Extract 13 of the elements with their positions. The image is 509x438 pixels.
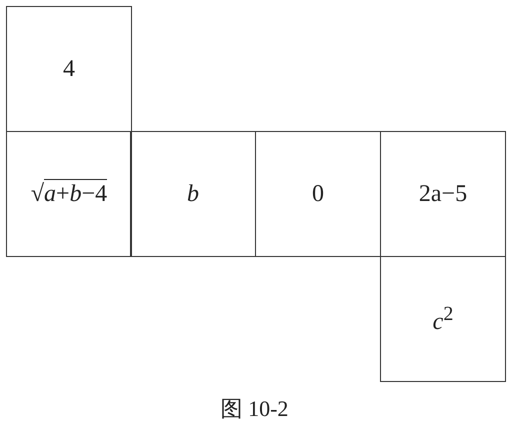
math-expression: 4 [63,56,75,82]
math-expression: 2a−5 [418,180,468,208]
math-expression: b [187,180,199,208]
net-square [130,131,256,257]
math-expression: √a+b−4 [30,180,108,208]
net-square [380,131,506,257]
net-square [380,256,506,382]
math-expression: c$^{2}$ [432,302,454,336]
figure-caption: 图 10-2 [220,395,290,423]
math-expression: 0 [312,180,324,208]
net-square [6,131,132,257]
net-square [6,6,132,132]
net-square [255,131,381,257]
